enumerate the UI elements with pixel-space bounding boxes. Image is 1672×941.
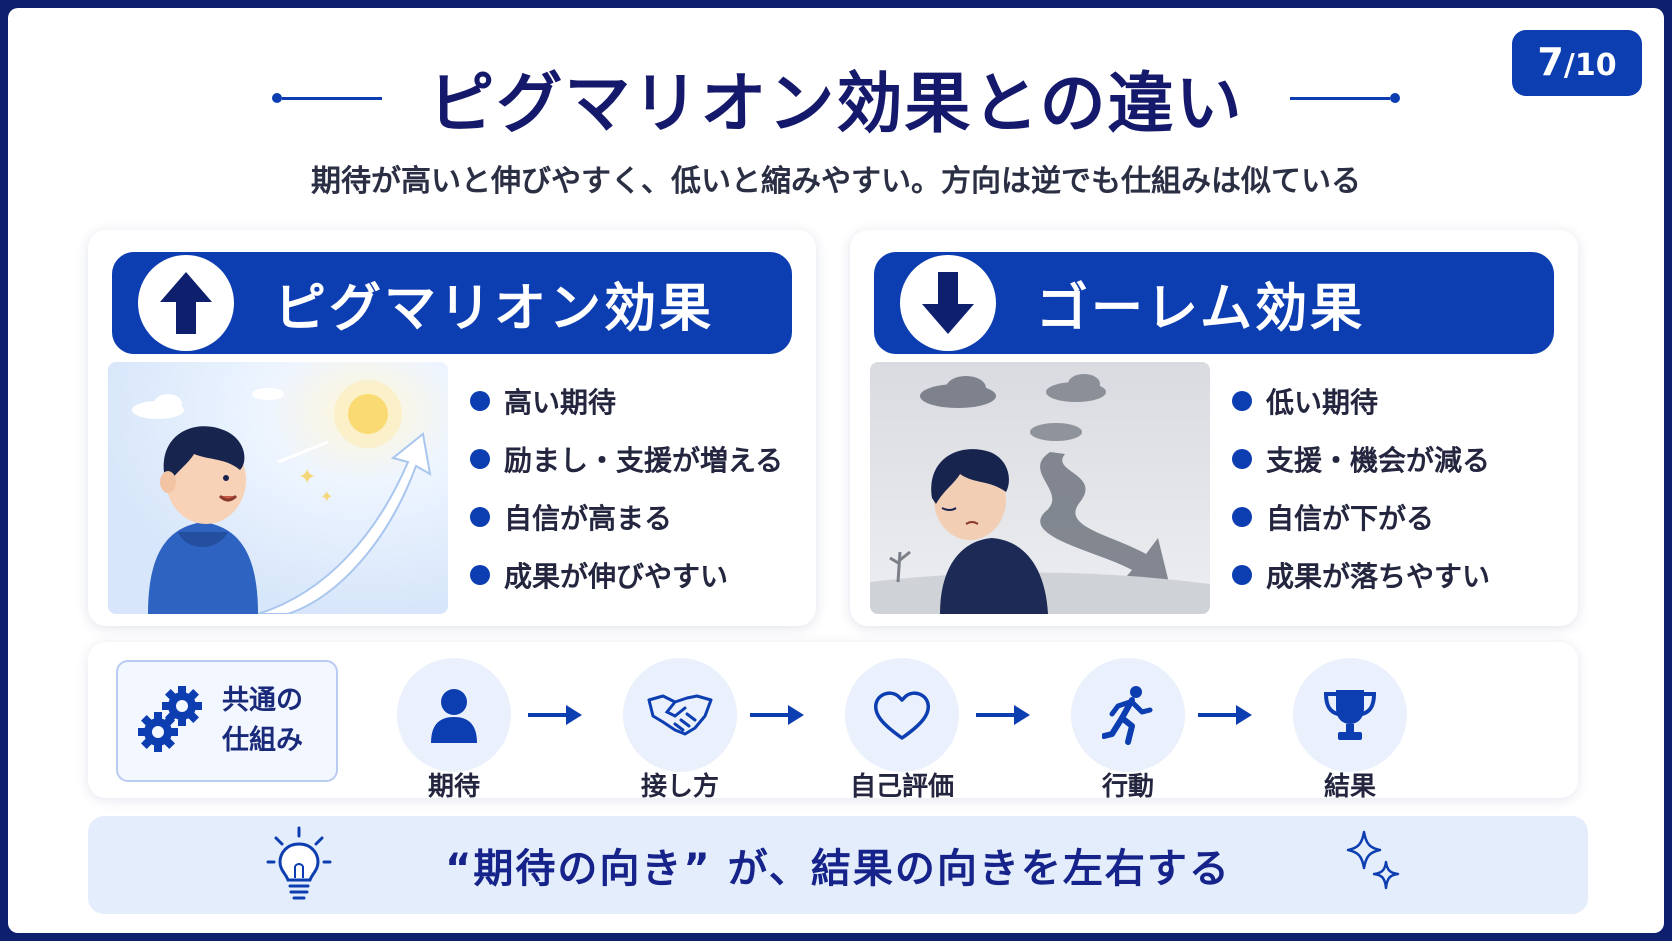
person-icon bbox=[397, 658, 511, 772]
flow-step-result: 結果 bbox=[1280, 658, 1420, 809]
flow-step-treatment: 接し方 bbox=[610, 658, 750, 809]
list-item: 低い期待 bbox=[1232, 372, 1490, 430]
step-label: 結果 bbox=[1323, 772, 1376, 802]
title-row: ピグマリオン効果との違い bbox=[8, 50, 1664, 146]
slide: 7 /10 ピグマリオン効果との違い 期待が高いと伸びやすく、低いと縮みやすい。… bbox=[8, 8, 1664, 933]
arrow-down-icon bbox=[900, 255, 996, 351]
gears-icon bbox=[134, 682, 208, 760]
lightbulb-icon bbox=[266, 826, 332, 908]
golem-panel: ゴーレム効果 bbox=[850, 230, 1578, 626]
pygmalion-bullet-list: 高い期待 励まし・支援が増える 自信が高まる 成果が伸びやすい bbox=[470, 372, 783, 604]
handshake-icon bbox=[623, 658, 737, 772]
page-title: ピグマリオン効果との違い bbox=[428, 65, 1244, 142]
flow-step-self-esteem: 自己評価 bbox=[832, 658, 972, 809]
golem-bullet-list: 低い期待 支援・機会が減る 自信が下がる 成果が落ちやすい bbox=[1232, 372, 1490, 604]
running-person-icon bbox=[1071, 658, 1185, 772]
svg-text:✦: ✦ bbox=[320, 487, 333, 506]
hopeful-boy-illustration: ✦ ✦ bbox=[108, 362, 448, 614]
flow-step-action: 行動 bbox=[1058, 658, 1198, 809]
title-decoration-right bbox=[1289, 93, 1400, 103]
step-label: 接し方 bbox=[640, 772, 719, 802]
common-mechanism-flow: 共通の 仕組み 期待 接し方 自己評価 bbox=[88, 642, 1578, 802]
flow-arrow-icon bbox=[976, 705, 1030, 725]
page-total: /10 bbox=[1563, 48, 1617, 83]
common-label-line1: 共通の bbox=[222, 685, 303, 716]
list-item: 成果が落ちやすい bbox=[1232, 546, 1490, 604]
title-decoration-left bbox=[272, 93, 383, 103]
pygmalion-title: ピグマリオン効果 bbox=[274, 278, 715, 339]
pygmalion-panel: ピグマリオン効果 ✦ ✦ bbox=[88, 230, 816, 626]
trophy-icon bbox=[1293, 658, 1407, 772]
list-item: 励まし・支援が増える bbox=[470, 430, 783, 488]
discouraged-boy-illustration bbox=[870, 362, 1210, 614]
list-item: 自信が下がる bbox=[1232, 488, 1490, 546]
list-item: 高い期待 bbox=[470, 372, 783, 430]
step-label: 期待 bbox=[427, 772, 480, 802]
arrow-up-icon bbox=[138, 255, 234, 351]
pygmalion-header: ピグマリオン効果 bbox=[112, 252, 792, 354]
flow-arrow-icon bbox=[1198, 705, 1252, 725]
golem-title: ゴーレム効果 bbox=[1036, 278, 1365, 339]
golem-header: ゴーレム効果 bbox=[874, 252, 1554, 354]
key-message-banner: “期待の向き” が、結果の向きを左右する bbox=[88, 816, 1588, 914]
common-label-line2: 仕組み bbox=[222, 725, 303, 756]
heart-icon bbox=[845, 658, 959, 772]
list-item: 自信が高まる bbox=[470, 488, 783, 546]
flow-arrow-icon bbox=[750, 705, 804, 725]
step-label: 自己評価 bbox=[849, 772, 954, 802]
svg-text:✦: ✦ bbox=[298, 465, 316, 490]
list-item: 成果が伸びやすい bbox=[470, 546, 783, 604]
key-message-text: “期待の向き” が、結果の向きを左右する bbox=[445, 846, 1231, 892]
page-indicator: 7 /10 bbox=[1512, 30, 1642, 96]
flow-step-expectation: 期待 bbox=[384, 658, 524, 809]
sparkle-icon bbox=[1346, 830, 1402, 896]
page-current: 7 bbox=[1537, 40, 1564, 84]
common-mechanism-label: 共通の 仕組み bbox=[116, 660, 338, 782]
page-subtitle: 期待が高いと伸びやすく、低いと縮みやすい。方向は逆でも仕組みは似ている bbox=[311, 164, 1361, 199]
flow-arrow-icon bbox=[528, 705, 582, 725]
step-label: 行動 bbox=[1101, 772, 1154, 802]
list-item: 支援・機会が減る bbox=[1232, 430, 1490, 488]
